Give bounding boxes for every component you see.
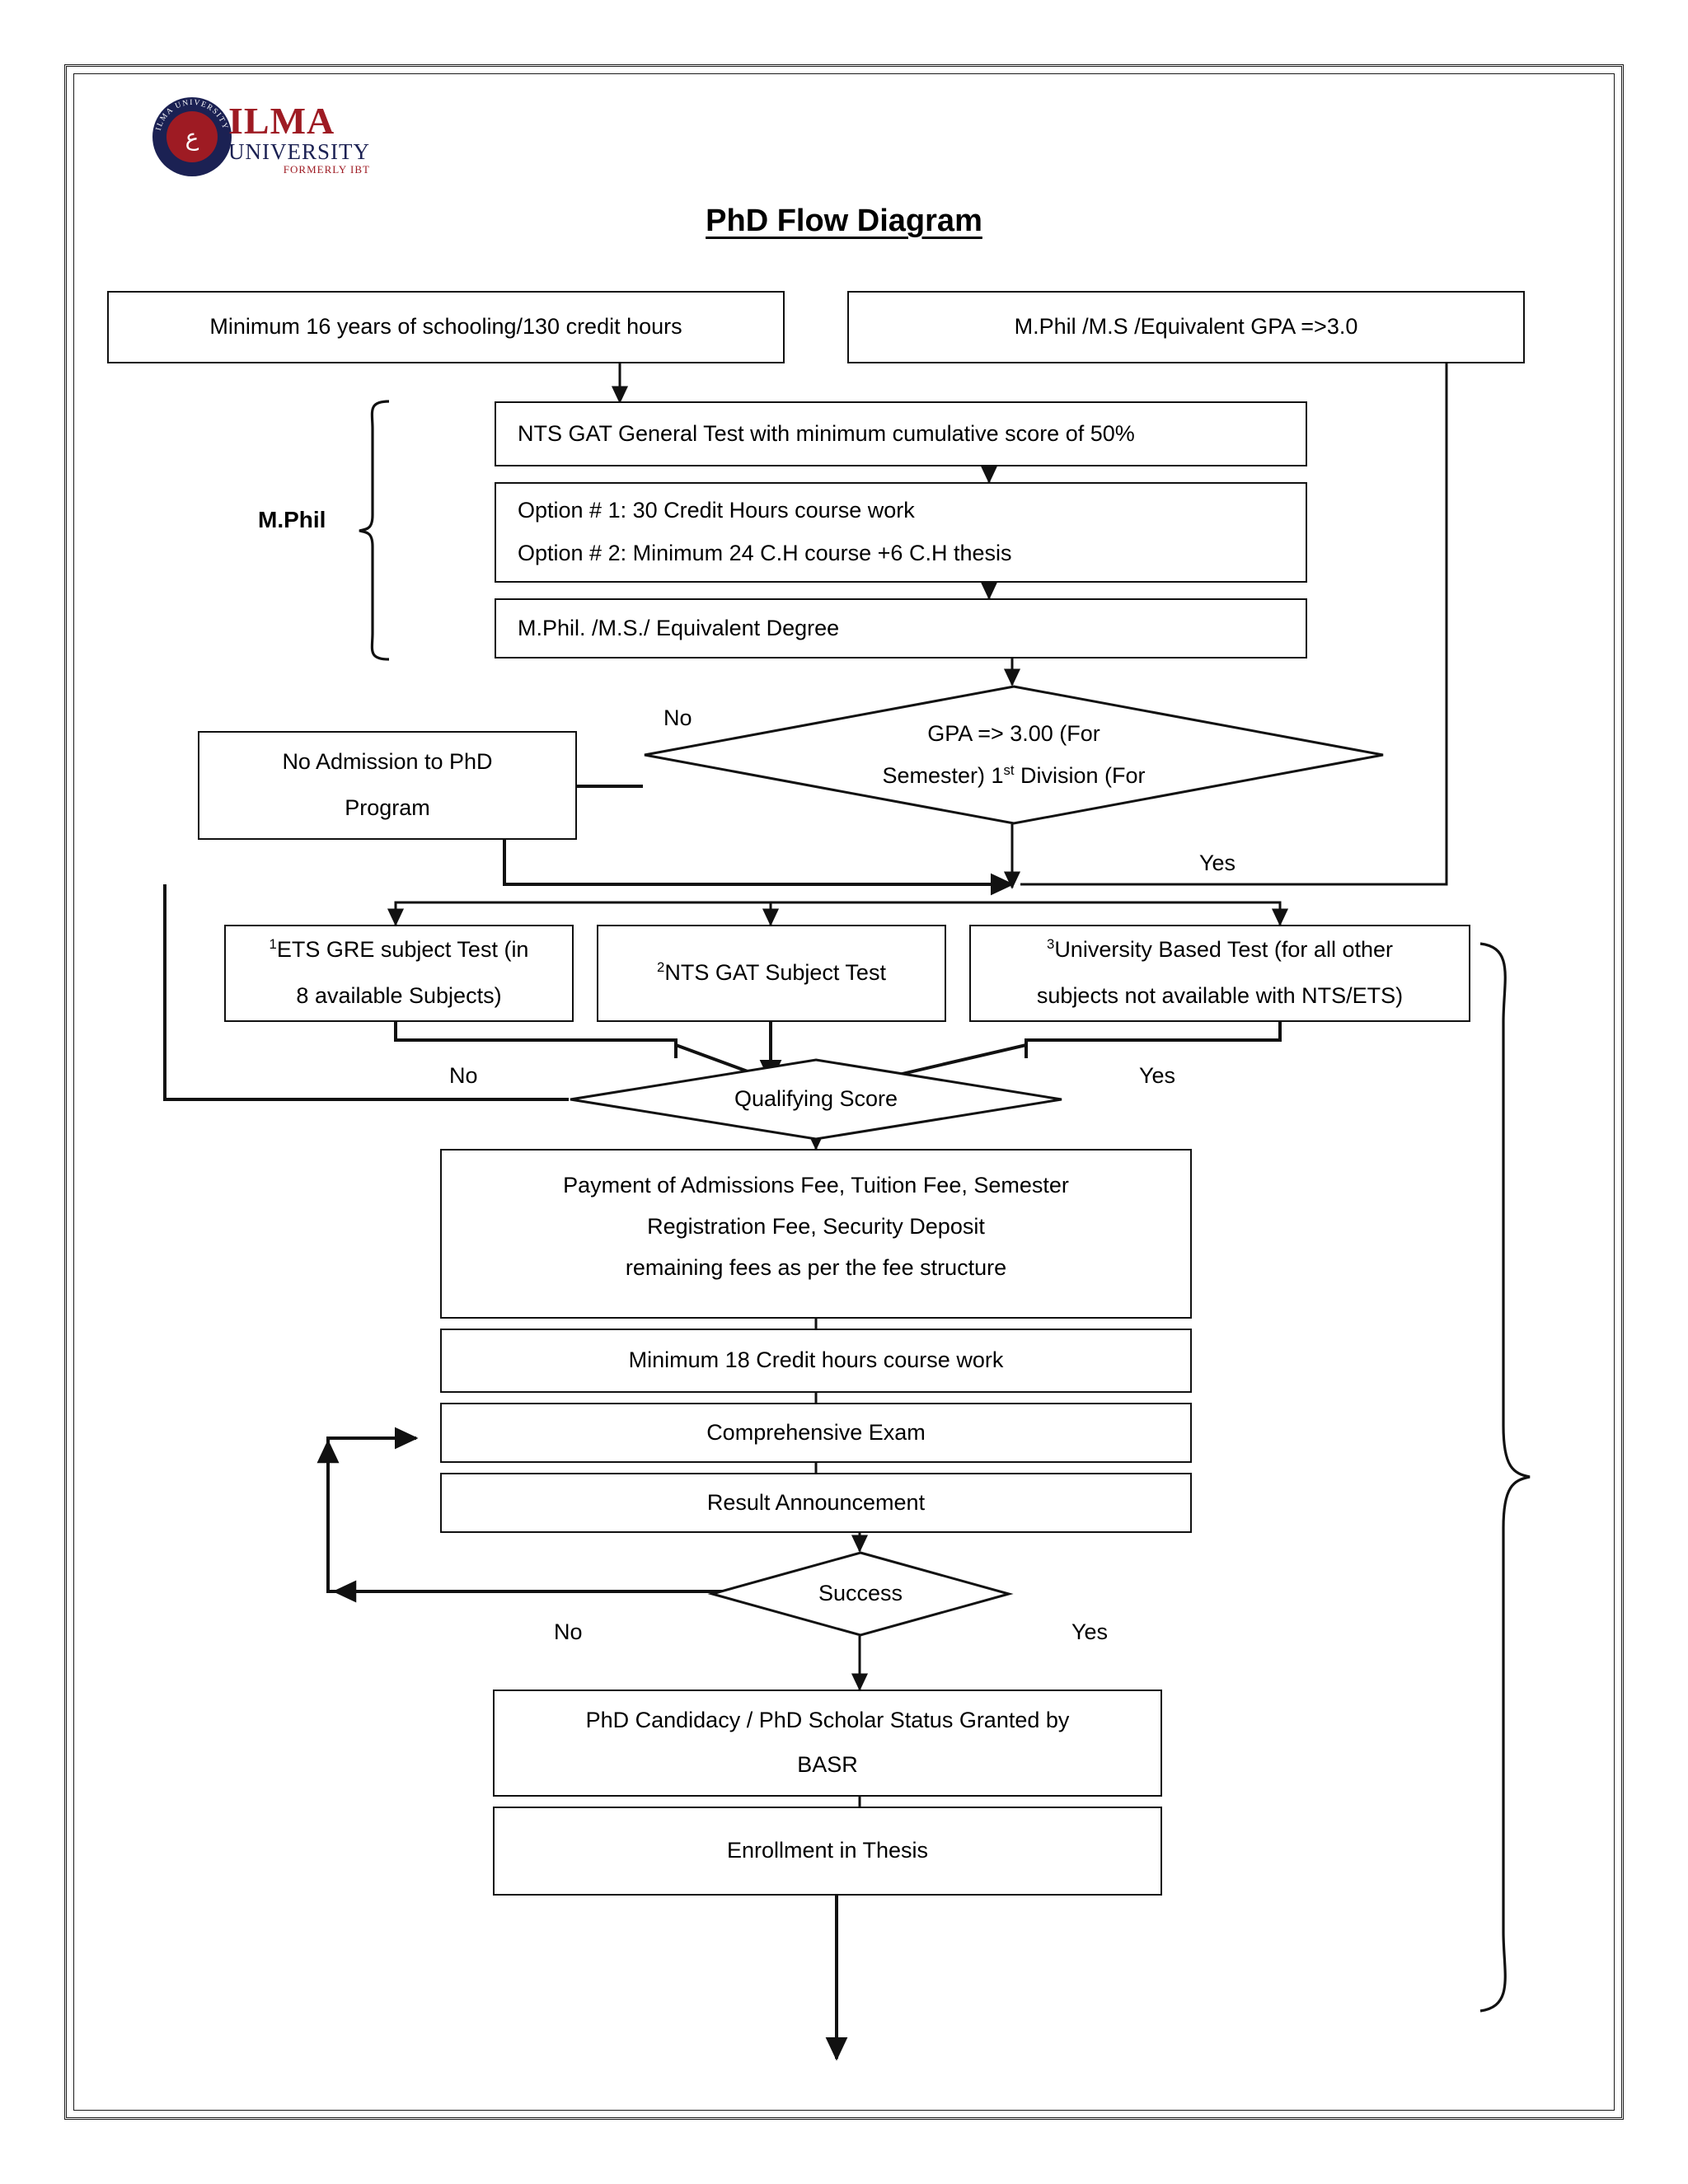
box-test-univ-line2: subjects not available with NTS/ETS) <box>1036 983 1404 1008</box>
edge-label-success-no: No <box>554 1619 583 1644</box>
logo-wordmark: ILMA UNIVERSITY FORMERLY IBT <box>228 100 370 176</box>
box-test-ets-gre-line1: ETS GRE subject Test (in <box>276 937 529 963</box>
box-no-admission-line2: Program <box>345 795 430 820</box>
mphil-group-label: M.Phil <box>258 507 326 532</box>
box-option-1-label: Option # 1: 30 Credit Hours course work <box>518 498 915 523</box>
page-border-inner <box>73 73 1615 2111</box>
logo-line-3: FORMERLY IBT <box>283 163 370 176</box>
box-no-admission: No Admission to PhD Program <box>198 731 577 840</box>
box-enrollment-thesis: Enrollment in Thesis <box>493 1807 1162 1896</box>
box-result-announcement-label: Result Announcement <box>706 1489 926 1515</box>
box-mphil-degree: M.Phil. /M.S./ Equivalent Degree <box>495 598 1307 658</box>
box-test-ets-gre-line2: 8 available Subjects) <box>296 983 502 1008</box>
box-option-2-label: Option # 2: Minimum 24 C.H course +6 C.H… <box>518 541 1012 565</box>
box-payment-line1: Payment of Admissions Fee, Tuition Fee, … <box>563 1173 1069 1197</box>
logo-line-2: UNIVERSITY <box>228 139 370 164</box>
edge-label-success-yes: Yes <box>1071 1619 1109 1644</box>
box-payment-line3: remaining fees as per the fee structure <box>625 1254 1007 1280</box>
box-comprehensive-exam-label: Comprehensive Exam <box>706 1419 926 1445</box>
edge-label-gpa-yes: Yes <box>1199 851 1236 875</box>
edge-label-gpa-no: No <box>663 705 692 730</box>
edge-label-qualifying-yes: Yes <box>1139 1063 1176 1088</box>
box-nts-gat-general-label: NTS GAT General Test with minimum cumula… <box>518 420 1135 446</box>
logo-seal-icon: ع <box>152 97 232 176</box>
box-phd-candidacy-line2: BASR <box>797 1752 858 1777</box>
logo-line-1: ILMA <box>228 100 335 142</box>
box-test-nts-sup: 2 <box>657 959 665 976</box>
decision-success: Success <box>707 1551 1014 1637</box>
box-payment: Payment of Admissions Fee, Tuition Fee, … <box>440 1149 1192 1319</box>
box-min-18-credit-hours: Minimum 18 Credit hours course work <box>440 1329 1192 1393</box>
box-test-univ-sup: 3 <box>1047 936 1055 953</box>
box-phd-candidacy-line1: PhD Candidacy / PhD Scholar Status Grant… <box>585 1708 1070 1733</box>
decision-gpa: GPA => 3.00 (For Semester) 1st Division … <box>643 685 1385 825</box>
box-payment-line2: Registration Fee, Security Deposit <box>647 1213 985 1239</box>
box-min-18-label: Minimum 18 Credit hours course work <box>628 1347 1004 1373</box>
page-border-frame <box>64 64 1624 2120</box>
box-test-university-based: 3University Based Test (for all other su… <box>969 925 1470 1022</box>
box-mphil-degree-label: M.Phil. /M.S./ Equivalent Degree <box>518 615 840 640</box>
box-mphil-options: Option # 1: 30 Credit Hours course work … <box>495 482 1307 583</box>
box-result-announcement: Result Announcement <box>440 1473 1192 1533</box>
box-entry-right-label: M.Phil /M.S /Equivalent GPA =>3.0 <box>1014 314 1358 340</box>
box-no-admission-line1: No Admission to PhD <box>282 749 493 775</box>
box-nts-gat-general: NTS GAT General Test with minimum cumula… <box>495 401 1307 466</box>
box-test-nts-label: NTS GAT Subject Test <box>664 960 886 986</box>
box-phd-candidacy: PhD Candidacy / PhD Scholar Status Grant… <box>493 1690 1162 1797</box>
logo-calligraphy-glyph: ع <box>166 111 218 162</box>
ilma-university-logo: ع ILMA UNIVERSITY ILMA UNIVERSITY FORMER… <box>152 97 400 176</box>
box-test-nts-gat-subject: 2NTS GAT Subject Test <box>597 925 946 1022</box>
box-entry-right: M.Phil /M.S /Equivalent GPA =>3.0 <box>847 291 1525 363</box>
decision-qualifying-score: Qualifying Score <box>569 1058 1063 1141</box>
box-test-ets-gre: 1ETS GRE subject Test (in 8 available Su… <box>224 925 574 1022</box>
box-entry-left: Minimum 16 years of schooling/130 credit… <box>107 291 785 363</box>
box-test-univ-line1: University Based Test (for all other <box>1054 937 1393 963</box>
box-comprehensive-exam: Comprehensive Exam <box>440 1403 1192 1463</box>
box-enrollment-thesis-label: Enrollment in Thesis <box>726 1838 929 1863</box>
box-test-ets-gre-sup: 1 <box>269 936 277 953</box>
edge-label-qualifying-no: No <box>449 1063 478 1088</box>
box-entry-left-label: Minimum 16 years of schooling/130 credit… <box>209 314 682 340</box>
page-title: PhD Flow Diagram <box>706 204 982 238</box>
